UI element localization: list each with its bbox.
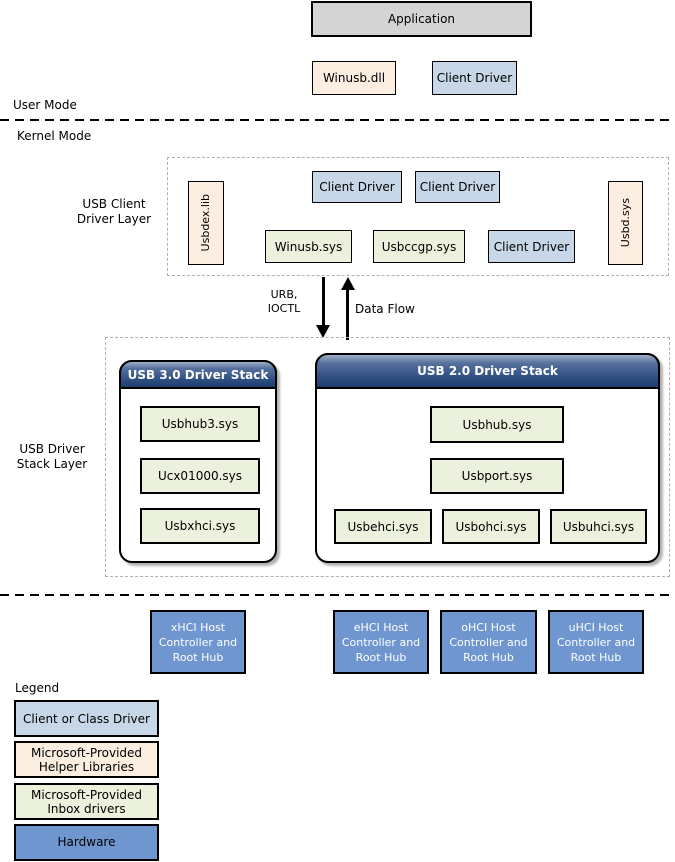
winusb-dll-box: Winusb.dll [312, 61, 396, 95]
winusb-sys-box: Winusb.sys [265, 230, 352, 263]
usb3-driver-stack-header: USB 3.0 Driver Stack [119, 360, 277, 389]
usb3-driver-stack: USB 3.0 Driver Stack Usbhub3.sys Ucx0100… [119, 360, 277, 563]
urb-down-arrow-shaft [322, 277, 325, 326]
usbxhci-sys-box: Usbxhci.sys [140, 508, 260, 544]
legend-inbox-line1: Microsoft-Provided [30, 787, 143, 802]
urb-ioctl-label: URB, IOCTL [258, 288, 310, 316]
usb-driver-stack-layer-label-line1: USB Driver [19, 442, 85, 456]
xhci-line3: Root Hub [172, 650, 224, 664]
ohci-line3: Root Hub [463, 650, 514, 664]
usbccgp-sys-box: Usbccgp.sys [373, 230, 465, 263]
usb-client-driver-layer-label: USB Client Driver Layer [58, 197, 170, 227]
usbd-sys-box: Usbd.sys [608, 181, 643, 265]
uhci-host-controller-box: uHCI Host Controller and Root Hub [548, 610, 644, 674]
usbhub3-sys-box: Usbhub3.sys [140, 406, 260, 442]
client-driver-usermode-box: Client Driver [432, 61, 517, 95]
client-driver-box-1: Client Driver [312, 171, 402, 203]
kernel-mode-label: Kernel Mode [17, 129, 92, 143]
client-driver-box-3: Client Driver [488, 230, 575, 263]
legend-title: Legend [15, 681, 60, 695]
usb-driver-stack-layer-label: USB Driver Stack Layer [10, 442, 94, 472]
legend-helper-line2: Helper Libraries [38, 759, 135, 774]
urb-label-line2: IOCTL [267, 302, 301, 315]
kernel-hardware-separator [0, 594, 675, 596]
usbuhci-sys-box: Usbuhci.sys [550, 509, 647, 544]
usb-driver-stack-layer-container [105, 337, 670, 577]
ehci-line3: Root Hub [355, 650, 407, 664]
uhci-line3: Root Hub [570, 650, 622, 664]
legend-client-or-class-driver: Client or Class Driver [14, 700, 159, 737]
usb-driver-stack-layer-label-line2: Stack Layer [16, 457, 88, 471]
ehci-host-controller-box: eHCI Host Controller and Root Hub [333, 610, 429, 674]
client-driver-box-2: Client Driver [415, 171, 500, 203]
legend-inbox-line2: Inbox drivers [47, 801, 126, 816]
ohci-line2: Controller and [449, 635, 528, 649]
usbport-sys-box: Usbport.sys [430, 458, 564, 494]
legend-inbox-drivers: Microsoft-Provided Inbox drivers [14, 783, 159, 820]
usb-client-driver-layer-label-line1: USB Client [82, 197, 146, 211]
usb-client-driver-layer-container [167, 157, 669, 276]
data-flow-up-arrow-shaft [346, 289, 349, 340]
application-box: Application [311, 1, 532, 37]
xhci-line2: Controller and [158, 635, 238, 649]
usbdex-lib-box: Usbdex.lib [188, 181, 224, 265]
ehci-line1: eHCI Host [353, 620, 409, 634]
usb-client-driver-layer-label-line2: Driver Layer [76, 212, 152, 226]
data-flow-up-arrow-head-icon [341, 277, 355, 290]
urb-down-arrow-head-icon [316, 325, 330, 338]
ucx01000-sys-box: Ucx01000.sys [140, 458, 260, 494]
usbdex-lib-label: Usbdex.lib [199, 194, 212, 252]
legend-hardware: Hardware [14, 824, 159, 861]
legend-helper-line1: Microsoft-Provided [30, 745, 143, 760]
uhci-line1: uHCI Host [568, 620, 624, 634]
usbhub-sys-box: Usbhub.sys [430, 406, 564, 443]
usbd-sys-label: Usbd.sys [618, 198, 632, 248]
legend-helper-libraries: Microsoft-Provided Helper Libraries [14, 741, 159, 778]
usb2-driver-stack: USB 2.0 Driver Stack Usbhub.sys Usbport.… [315, 353, 660, 563]
usbehci-sys-box: Usbehci.sys [334, 509, 432, 544]
ehci-line2: Controller and [341, 635, 421, 649]
xhci-line1: xHCI Host [170, 620, 226, 634]
user-kernel-separator [0, 119, 675, 121]
uhci-line2: Controller and [556, 635, 636, 649]
user-mode-label: User Mode [13, 98, 77, 112]
usbohci-sys-box: Usbohci.sys [442, 509, 540, 544]
usb2-driver-stack-header: USB 2.0 Driver Stack [315, 353, 660, 389]
urb-label-line1: URB, [270, 288, 298, 301]
data-flow-label: Data Flow [355, 302, 415, 316]
ohci-host-controller-box: oHCI Host Controller and Root Hub [440, 610, 537, 674]
xhci-host-controller-box: xHCI Host Controller and Root Hub [150, 610, 246, 674]
ohci-line1: oHCI Host [461, 620, 516, 634]
